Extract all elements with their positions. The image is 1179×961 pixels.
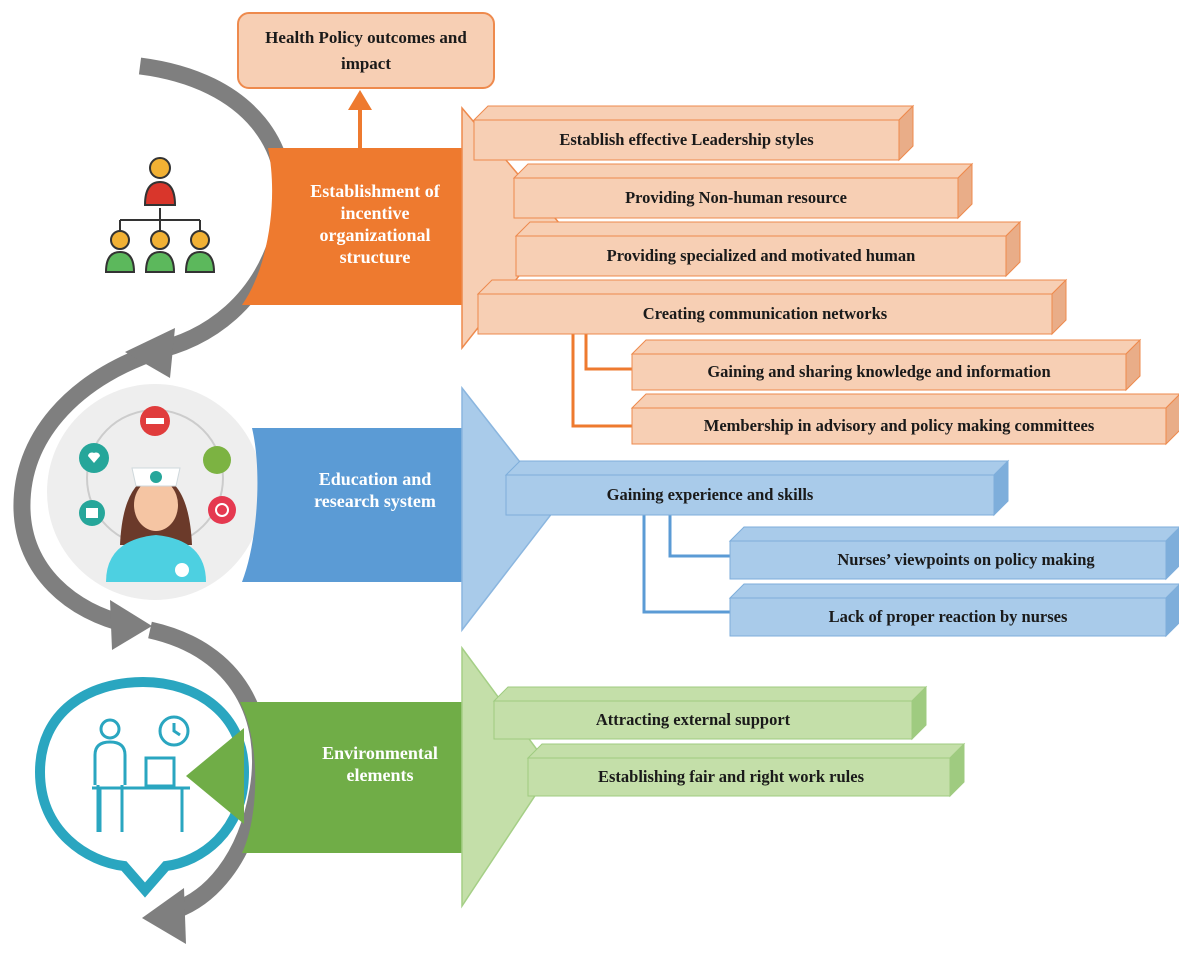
- bar-label: Establishing fair and right work rules: [598, 767, 865, 786]
- bar-categories-0-items-0: Establish effective Leadership styles: [472, 104, 915, 162]
- category-label-environmental: Environmental elements: [322, 743, 438, 785]
- blue-connectors: [642, 515, 733, 614]
- bar-categories-0-items-2: Providing specialized and motivated huma…: [514, 220, 1022, 278]
- bar-top-face: [630, 393, 1179, 409]
- bar-label: Attracting external support: [596, 710, 791, 729]
- bar-front-face: [493, 700, 913, 740]
- bar-front-face: [631, 353, 1127, 391]
- cycle-arrowhead-3: [142, 888, 186, 944]
- bar-top-face: [514, 221, 1022, 237]
- bar-categories-0-subitems-1: Membership in advisory and policy making…: [630, 393, 1179, 446]
- org-chart-icon: [104, 157, 216, 273]
- green-band-notch: [186, 728, 244, 824]
- bar-front-face: [477, 293, 1053, 335]
- bar-label: Providing specialized and motivated huma…: [607, 246, 916, 265]
- bar-front-face: [527, 757, 951, 797]
- orange-band: [242, 148, 462, 305]
- bar-top-face: [492, 686, 928, 702]
- bar-top-face: [630, 339, 1142, 355]
- nurse-icon: [47, 384, 263, 600]
- bar-front-face: [473, 119, 900, 161]
- bar-top-face: [472, 105, 915, 121]
- bar-label: Gaining experience and skills: [607, 485, 814, 504]
- bar-label: Lack of proper reaction by nurses: [829, 607, 1068, 626]
- bar-categories-1-subitems-0: Nurses’ viewpoints on policy making: [728, 526, 1179, 581]
- green-band: [240, 702, 462, 853]
- category-label-education: Education and research system: [314, 469, 436, 511]
- bar-categories-0-subitems-0: Gaining and sharing knowledge and inform…: [630, 338, 1142, 392]
- bar-label: Creating communication networks: [643, 304, 888, 323]
- bar-categories-0-items-3: Creating communication networks: [476, 278, 1068, 336]
- bar-top-face: [504, 460, 1010, 476]
- cycle-arrowhead-1: [125, 328, 175, 378]
- bar-top-face: [526, 743, 966, 759]
- bar-categories-0-items-1: Providing Non-human resource: [512, 162, 974, 220]
- bar-categories-2-items-1: Establishing fair and right work rules: [526, 742, 966, 798]
- bar-label: Gaining and sharing knowledge and inform…: [707, 362, 1050, 381]
- bar-front-face: [515, 235, 1007, 277]
- bar-front-face: [729, 540, 1167, 580]
- bar-top-face: [476, 279, 1068, 295]
- bar-front-face: [631, 407, 1167, 445]
- bar-label: Nurses’ viewpoints on policy making: [837, 550, 1095, 569]
- bar-top-face: [728, 526, 1179, 542]
- bar-front-face: [505, 474, 995, 516]
- bar-categories-2-items-0: Attracting external support: [492, 685, 928, 741]
- bar-top-face: [512, 163, 974, 179]
- cycle-arrowhead-2: [110, 600, 152, 650]
- bar-categories-1-subitems-1: Lack of proper reaction by nurses: [728, 583, 1179, 638]
- bar-categories-1-items-0: Gaining experience and skills: [504, 459, 1010, 517]
- title-box: Health Policy outcomes and impact: [237, 12, 495, 89]
- bar-label: Establish effective Leadership styles: [559, 130, 814, 149]
- cycle-arrowheads: [110, 328, 186, 944]
- orange-connectors: [571, 333, 632, 428]
- cycle-arrow-1: [138, 57, 293, 361]
- cycle-arrow-2: [13, 341, 163, 634]
- bar-front-face: [513, 177, 959, 219]
- bar-front-face: [729, 597, 1167, 637]
- bar-label: Membership in advisory and policy making…: [704, 416, 1095, 435]
- category-label-organizational: Establishment of incentive organizationa…: [310, 181, 440, 267]
- bar-label: Providing Non-human resource: [625, 188, 847, 207]
- up-arrow: [348, 90, 372, 148]
- bar-top-face: [728, 583, 1179, 599]
- bars-layer: Establish effective Leadership stylesPro…: [472, 104, 1179, 798]
- blue-band: [242, 428, 462, 582]
